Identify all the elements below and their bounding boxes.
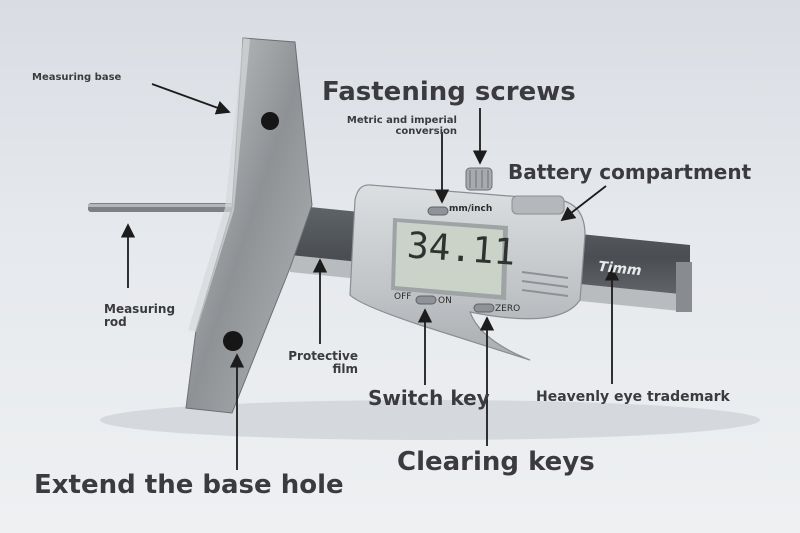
measuring-base xyxy=(185,37,313,414)
lcd-reading: 34.11 xyxy=(405,225,517,274)
label-measuring-base: Measuring base xyxy=(32,72,122,83)
battery-compartment xyxy=(511,195,565,215)
label-measuring-rod-line2: rod xyxy=(104,315,127,330)
label-fastening-screws: Fastening screws xyxy=(322,77,576,107)
base-hole-top xyxy=(261,112,279,130)
label-measuring-rod-line1: Measuring xyxy=(104,302,176,316)
measuring-rod xyxy=(88,203,233,212)
label-extend-base-hole: Extend the base hole xyxy=(34,470,344,500)
label-protective-film-line1: Protective xyxy=(288,349,358,363)
zero-label: ZERO xyxy=(495,304,521,314)
mm-inch-label: mm/inch xyxy=(449,204,493,214)
annotation-arrows xyxy=(120,83,620,470)
vent-grille xyxy=(521,271,569,297)
base-hole-bottom xyxy=(223,331,243,351)
label-clearing-keys: Clearing keys xyxy=(397,447,595,477)
on-label: ON xyxy=(438,296,452,306)
label-trademark: Heavenly eye trademark xyxy=(536,389,730,405)
label-metric-conversion-line2: conversion xyxy=(395,126,457,137)
label-measuring-rod: Measuring rod xyxy=(104,302,176,330)
floor-shadow xyxy=(100,400,760,440)
label-switch-key: Switch key xyxy=(368,386,490,410)
fastening-screw xyxy=(465,167,493,191)
zero-key[interactable] xyxy=(473,303,495,313)
digital-head xyxy=(349,167,586,361)
arrow-measuring-base xyxy=(151,83,231,115)
lcd-screen xyxy=(395,222,503,295)
off-label: OFF xyxy=(394,292,412,302)
label-metric-conversion: Metric and imperial conversion xyxy=(340,115,457,137)
label-protective-film: Protective film xyxy=(270,349,358,377)
arrow-battery-compartment xyxy=(560,185,607,222)
label-battery-compartment: Battery compartment xyxy=(508,160,752,184)
label-metric-conversion-line1: Metric and imperial xyxy=(346,115,457,126)
label-protective-film-line2: film xyxy=(332,362,358,377)
switch-key[interactable] xyxy=(415,295,437,305)
mm-inch-key[interactable] xyxy=(427,206,449,216)
